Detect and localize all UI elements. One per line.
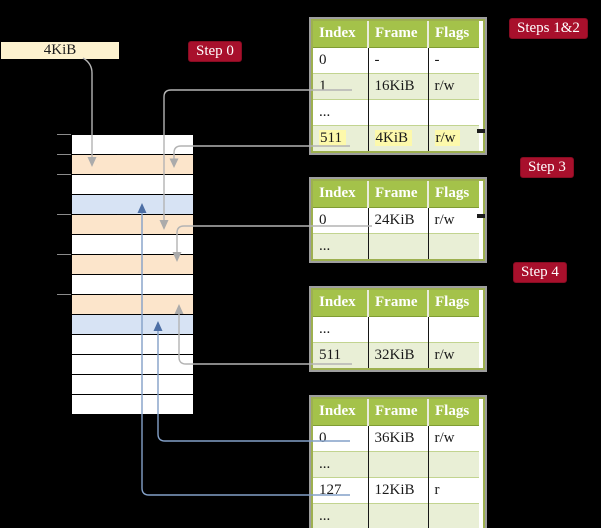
table-cell <box>368 316 429 343</box>
table-row: ... <box>313 233 479 259</box>
memory-row-free <box>72 275 193 295</box>
memory-tick <box>57 174 71 175</box>
table-cell: r/w <box>428 125 479 151</box>
table-cell: 0 <box>313 425 369 452</box>
badge-step-4: Step 4 <box>513 262 567 283</box>
table-cell <box>428 316 479 343</box>
table-cell <box>368 503 429 528</box>
physical-memory-column <box>72 134 193 415</box>
memory-row-free <box>72 235 193 255</box>
table-cell <box>368 451 429 478</box>
table-cell: 36KiB <box>368 425 429 452</box>
memory-row-mapped-page <box>72 195 193 215</box>
frame-address-label: 4KiB <box>1 42 119 59</box>
table-cell: r/w <box>428 207 479 234</box>
table-row: ... <box>313 503 479 528</box>
table-row: 511 4KiB r/w <box>313 125 479 151</box>
table-cell <box>428 233 479 259</box>
memory-row-free <box>72 335 193 355</box>
table-cell: ... <box>313 316 369 343</box>
table-cell: - <box>368 47 429 74</box>
highlighted-value: 511 <box>319 130 346 146</box>
column-header-index: Index <box>313 290 369 317</box>
memory-row-page-table <box>72 215 193 235</box>
memory-row-mapped-page <box>72 315 193 335</box>
memory-row-free <box>72 175 193 195</box>
memory-row-page-table <box>72 155 193 175</box>
column-header-frame: Frame <box>368 21 429 48</box>
table-cell: 12KiB <box>368 477 429 504</box>
highlighted-value: 4KiB <box>374 130 413 146</box>
table-row: ... <box>313 316 479 343</box>
memory-tick <box>57 254 71 255</box>
column-header-index: Index <box>313 399 369 426</box>
table-cell: 4KiB <box>368 125 429 151</box>
memory-row-page-table <box>72 255 193 275</box>
table-cell: r/w <box>428 342 479 368</box>
table-cell: 16KiB <box>368 73 429 100</box>
column-header-frame: Frame <box>368 290 429 317</box>
memory-row-free <box>72 395 193 415</box>
badge-step-3: Step 3 <box>520 157 574 178</box>
badge-step-0: Step 0 <box>188 41 242 62</box>
column-header-flags: Flags <box>428 399 479 426</box>
memory-row-free <box>72 375 193 395</box>
memory-tick <box>57 134 71 135</box>
table-cell <box>428 503 479 528</box>
memory-tick <box>57 154 71 155</box>
table-row: ... <box>313 99 479 126</box>
column-header-index: Index <box>313 181 369 208</box>
memory-tick <box>57 214 71 215</box>
table-cell: 0 <box>313 47 369 74</box>
table-cell: 511 <box>313 342 369 368</box>
table-cell: - <box>428 47 479 74</box>
table-cell: 24KiB <box>368 207 429 234</box>
column-header-frame: Frame <box>368 181 429 208</box>
table-cell: 127 <box>313 477 369 504</box>
table-cell <box>368 233 429 259</box>
table-cell: ... <box>313 233 369 259</box>
memory-row-free <box>72 135 193 155</box>
memory-row-free <box>72 355 193 375</box>
column-header-index: Index <box>313 21 369 48</box>
column-header-frame: Frame <box>368 399 429 426</box>
table-cell <box>368 99 429 126</box>
column-header-flags: Flags <box>428 21 479 48</box>
badge-steps-1-2: Steps 1&2 <box>509 18 588 39</box>
table-row: ... <box>313 451 479 478</box>
table-cell <box>428 99 479 126</box>
table-cell: r/w <box>428 73 479 100</box>
table-cell: ... <box>313 99 369 126</box>
table-cell: ... <box>313 503 369 528</box>
highlighted-value: r/w <box>434 130 460 146</box>
table-cell: r/w <box>428 425 479 452</box>
row-marker <box>477 129 485 133</box>
table-cell: 0 <box>313 207 369 234</box>
table-cell <box>428 451 479 478</box>
table-cell: r <box>428 477 479 504</box>
memory-row-page-table <box>72 295 193 315</box>
memory-tick <box>57 294 71 295</box>
column-header-flags: Flags <box>428 290 479 317</box>
table-cell: 1 <box>313 73 369 100</box>
column-header-flags: Flags <box>428 181 479 208</box>
table-row: 0-- <box>313 47 479 74</box>
table-cell: ... <box>313 451 369 478</box>
table-cell: 511 <box>313 125 369 151</box>
table-cell: 32KiB <box>368 342 429 368</box>
row-marker <box>477 214 485 218</box>
